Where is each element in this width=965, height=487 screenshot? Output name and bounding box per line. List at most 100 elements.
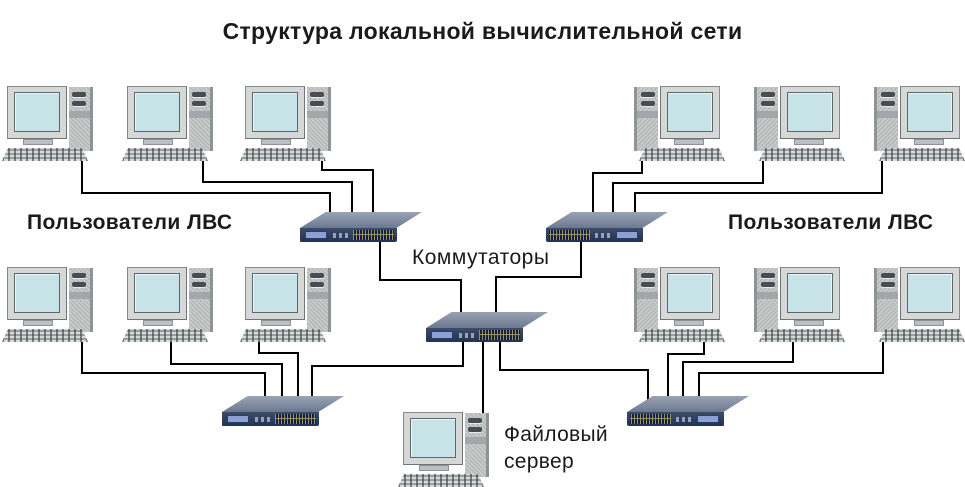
monitor-stand (674, 320, 704, 326)
monitor-stand (23, 320, 53, 326)
switch-display (227, 415, 249, 423)
switch-bottom-right-icon (627, 392, 749, 426)
switch-ports (549, 230, 590, 240)
workstation-bottom-right-1-icon (630, 267, 725, 343)
screen (252, 273, 298, 313)
screen (787, 273, 833, 313)
switch-core-icon (426, 308, 548, 342)
switch-buttons (674, 417, 691, 422)
system-unit (634, 268, 658, 332)
screen (907, 273, 953, 313)
screen (14, 273, 60, 313)
network-cable (258, 338, 299, 405)
screen (410, 418, 456, 458)
keyboard (398, 474, 484, 487)
switch-top-surface (300, 212, 422, 228)
network-cable (592, 156, 643, 222)
switch-top-right-icon (546, 208, 668, 242)
workstation-bottom-right-2-icon (750, 267, 845, 343)
switch-ports (275, 414, 316, 424)
switch-buttons (255, 417, 272, 422)
network-cable (81, 156, 331, 222)
workstation-top-left-3-icon (240, 86, 335, 162)
network-cable (698, 338, 884, 405)
keyboard (879, 329, 965, 342)
switch-front-panel (300, 228, 397, 242)
switch-bottom-left-icon (222, 392, 344, 426)
switch-front-panel (222, 412, 319, 426)
switch-buttons (333, 233, 350, 238)
keyboard (122, 148, 208, 161)
monitor (780, 86, 840, 139)
workstation-top-right-3-icon (870, 86, 965, 162)
monitor (127, 86, 187, 139)
workstation-bottom-right-3-icon (870, 267, 965, 343)
workstation-bottom-left-2-icon (122, 267, 217, 343)
screen (134, 92, 180, 132)
system-unit (307, 268, 331, 332)
monitor (780, 267, 840, 320)
monitor-stand (914, 320, 944, 326)
monitor (245, 267, 305, 320)
workstation-bottom-left-3-icon (240, 267, 335, 343)
switch-top-surface (627, 396, 749, 412)
monitor (660, 267, 720, 320)
system-unit (634, 87, 658, 151)
monitor (245, 86, 305, 139)
switch-ports (630, 414, 671, 424)
workstation-top-left-1-icon (2, 86, 97, 162)
network-cable (202, 156, 353, 222)
switch-front-panel (426, 328, 523, 342)
diagram-title: Структура локальной вычислительной сети (222, 18, 743, 44)
screen (252, 92, 298, 132)
monitor-stand (261, 139, 291, 145)
monitor (900, 86, 960, 139)
switch-top-surface (546, 212, 668, 228)
network-cable (634, 156, 883, 222)
keyboard (639, 329, 725, 342)
keyboard (122, 329, 208, 342)
monitor-stand (794, 320, 824, 326)
switch-buttons (593, 233, 610, 238)
screen (667, 273, 713, 313)
monitor-stand (794, 139, 824, 145)
network-cable (495, 240, 582, 318)
workstation-top-left-2-icon (122, 86, 217, 162)
keyboard (879, 148, 965, 161)
monitor-stand (914, 139, 944, 145)
label-file-server: Файловый сервер (504, 423, 608, 473)
switch-buttons (459, 333, 476, 338)
screen (14, 92, 60, 132)
file-server-icon (398, 412, 493, 487)
network-cable (612, 156, 764, 222)
switch-ports (353, 230, 394, 240)
keyboard (2, 148, 88, 161)
system-unit (69, 87, 93, 151)
switch-display (697, 415, 719, 423)
switch-front-panel (627, 412, 724, 426)
monitor (127, 267, 187, 320)
switch-display (305, 231, 327, 239)
system-unit (189, 87, 213, 151)
screen (787, 92, 833, 132)
workstation-bottom-left-1-icon (2, 267, 97, 343)
screen (667, 92, 713, 132)
keyboard (639, 148, 725, 161)
system-unit (69, 268, 93, 332)
monitor-stand (23, 139, 53, 145)
keyboard (759, 148, 845, 161)
label-lan-users-left: Пользователи ЛВС (27, 211, 233, 234)
workstation-top-right-2-icon (750, 86, 845, 162)
switch-top-surface (222, 396, 344, 412)
monitor-stand (261, 320, 291, 326)
keyboard (759, 329, 845, 342)
network-cable (311, 340, 464, 405)
monitor (7, 267, 67, 320)
monitor-stand (143, 320, 173, 326)
monitor-stand (419, 465, 449, 471)
screen (134, 273, 180, 313)
network-cable (170, 338, 283, 405)
